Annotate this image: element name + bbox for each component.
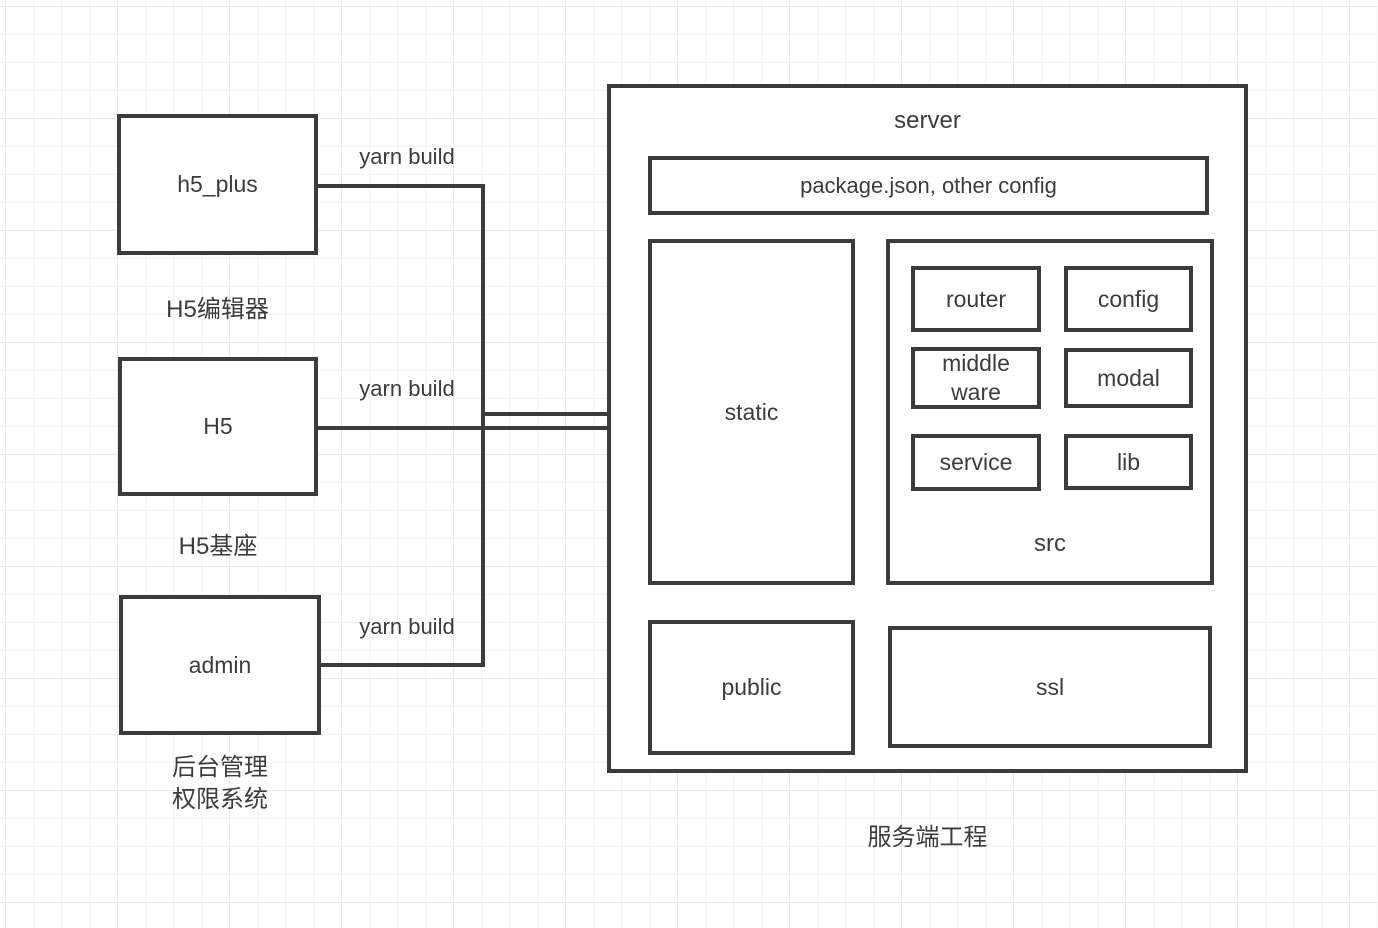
node-admin-label: admin [188, 651, 252, 678]
caption-server: 服务端工程 [867, 824, 988, 851]
node-config-label: config [1097, 285, 1160, 312]
node-public: public [648, 620, 855, 755]
node-router-label: router [945, 285, 1007, 312]
node-lib: lib [1064, 434, 1193, 490]
node-static: static [648, 239, 855, 585]
edge-label-yarn-build-2: yarn build [359, 376, 455, 401]
edge-label-yarn-build-1: yarn build [359, 144, 455, 169]
caption-admin: 后台管理 权限系统 [172, 754, 268, 813]
node-h5-plus: h5_plus [117, 114, 318, 255]
caption-h5-plus: H5编辑器 [166, 296, 269, 323]
node-lib-label: lib [1116, 448, 1140, 475]
server-title: server [894, 107, 961, 134]
edge-h5plus-to-trunk [318, 184, 485, 667]
node-admin: admin [119, 595, 321, 735]
node-config: config [1064, 266, 1193, 332]
node-service-label: service [939, 449, 1013, 476]
node-package-json: package.json, other config [648, 156, 1209, 215]
node-ssl-label: ssl [1035, 673, 1065, 700]
node-router: router [911, 266, 1041, 332]
node-middleware-label: middle ware [942, 350, 1010, 405]
node-h5: H5 [118, 357, 318, 496]
node-public-label: public [721, 674, 782, 701]
edge-label-yarn-build-3: yarn build [359, 614, 455, 639]
src-label: src [1034, 530, 1066, 557]
node-src: router config middle ware modal service … [886, 239, 1214, 585]
node-ssl: ssl [888, 626, 1212, 748]
node-modal: modal [1064, 348, 1193, 408]
node-modal-label: modal [1097, 364, 1160, 391]
node-h5-plus-label: h5_plus [177, 171, 258, 198]
caption-h5: H5基座 [178, 533, 258, 560]
node-static-label: static [724, 398, 779, 425]
node-package-json-label: package.json, other config [800, 172, 1057, 198]
node-server: server package.json, other config static… [607, 84, 1248, 773]
node-service: service [911, 434, 1041, 491]
node-h5-label: H5 [203, 413, 233, 440]
node-middleware: middle ware [911, 347, 1041, 409]
